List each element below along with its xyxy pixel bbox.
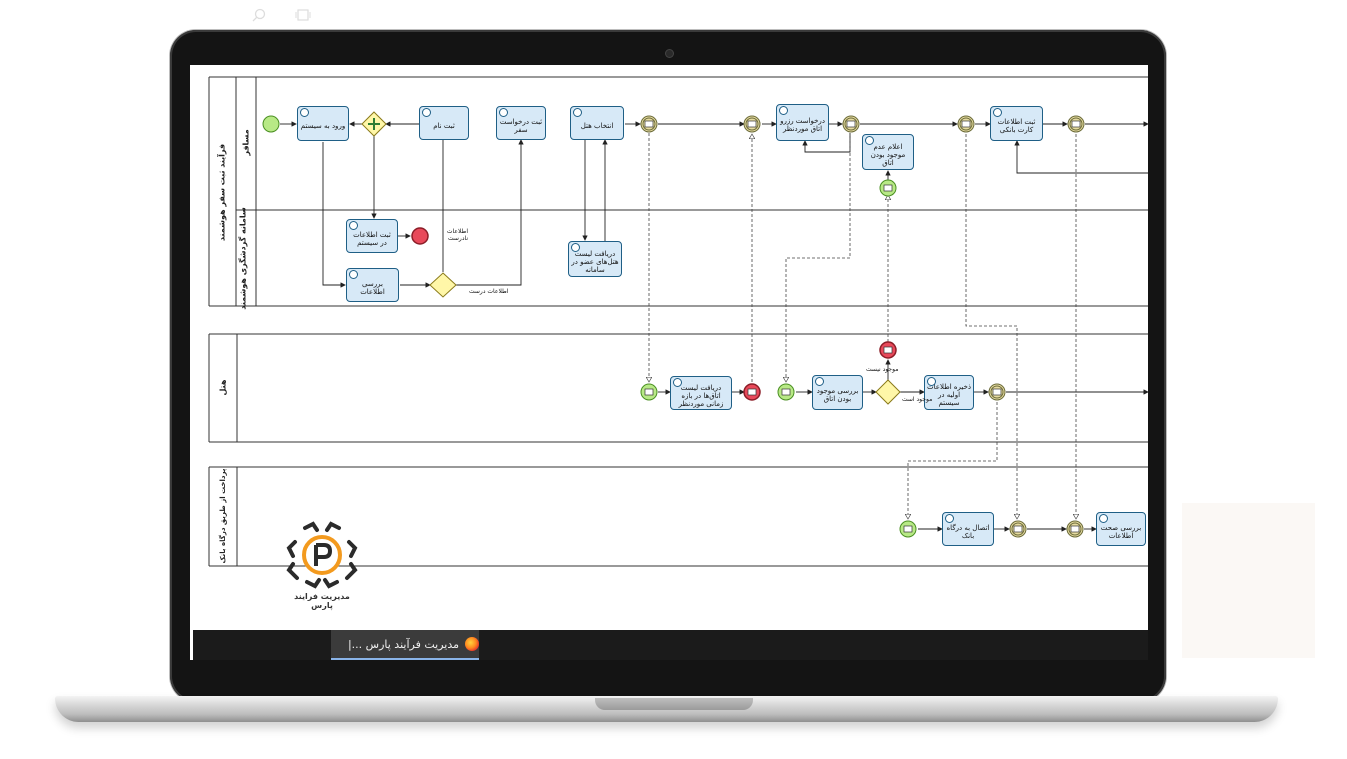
user-task-icon: [499, 108, 508, 117]
service-task-icon: [945, 514, 954, 523]
intermediate-events: [640, 115, 1085, 538]
windows-start-icon[interactable]: [200, 0, 228, 30]
flow-label-available: موجود است: [902, 396, 933, 403]
flow-label-not-available: موجود نیست: [866, 366, 899, 373]
user-task-icon: [865, 136, 874, 145]
start-events: [262, 115, 917, 538]
lane-label-passenger: مسافر: [241, 129, 251, 156]
task-not-available-notice[interactable]: اعلام عدم موجود بودن اتاق: [862, 134, 914, 170]
message-envelope-icon: [644, 120, 1081, 533]
pool-trip-registration: [208, 76, 1148, 307]
laptop-notch: [595, 698, 753, 710]
user-task-icon: [300, 108, 309, 117]
task-verify-info[interactable]: بررسی صحت اطلاعات: [1096, 512, 1146, 546]
task-store-initial-info[interactable]: ذخیره اطلاعات اولیه در سیستم: [924, 375, 974, 410]
logo-caption: مدیریت فرایند پارس: [294, 592, 350, 610]
user-task-icon: [993, 108, 1002, 117]
lane-label-payment: پرداخت از طریق درگاه بانک: [219, 468, 227, 564]
service-task-icon: [673, 378, 682, 387]
task-save-info-system[interactable]: ثبت اطلاعات در سیستم: [346, 219, 398, 253]
firefox-icon: [465, 637, 479, 651]
lane-label-smart-system: سامانه گردشگری هوشمند: [238, 207, 248, 310]
webcam: [666, 50, 673, 57]
task-view-icon[interactable]: [290, 0, 316, 30]
task-member-hotels-list[interactable]: دریافت لیست هتل‌های عضو در سامانه: [568, 241, 622, 277]
service-task-icon: [571, 243, 580, 252]
service-task-icon: [349, 221, 358, 230]
pool-title: فرآیند ثبت سفر هوشمند: [217, 143, 227, 242]
service-task-icon: [815, 377, 824, 386]
user-task-icon: [779, 106, 788, 115]
user-task-icon: [573, 108, 582, 117]
task-register[interactable]: ثبت نام: [419, 106, 469, 140]
service-task-icon: [1099, 514, 1108, 523]
task-trip-request[interactable]: ثبت درخواست سفر: [496, 106, 546, 140]
side-panel: [1182, 503, 1315, 658]
flow-label-info-valid: اطلاعات درست: [469, 288, 509, 295]
pool-hotel: [208, 333, 1148, 443]
user-task-icon: [422, 108, 431, 117]
lane-label-hotel: هتل: [218, 379, 228, 396]
search-icon[interactable]: [246, 0, 272, 30]
service-task-icon: [927, 377, 936, 386]
task-login[interactable]: ورود به سیستم: [297, 106, 349, 141]
flow-label-info-invalid: اطلاعات نادرست: [446, 228, 468, 242]
task-check-info[interactable]: بررسی اطلاعات: [346, 268, 399, 302]
task-card-info[interactable]: ثبت اطلاعات کارت بانکی: [990, 106, 1043, 141]
task-room-list-period[interactable]: دریافت لیست اتاق‌ها در بازه زمانی موردنظ…: [670, 376, 732, 410]
taskbar-app-firefox[interactable]: مدیریت فرآیند پارس ...|: [331, 630, 479, 660]
service-task-icon: [349, 270, 358, 279]
task-select-hotel[interactable]: انتخاب هتل: [570, 106, 624, 140]
screen: [190, 65, 1148, 660]
task-connect-gateway[interactable]: اتصال به درگاه بانک: [942, 512, 994, 546]
gear-logo-icon: [286, 521, 358, 589]
pool-payment: [208, 466, 1148, 567]
task-check-availability[interactable]: بررسی موجود بودن اتاق: [812, 375, 863, 410]
task-room-reserve-request[interactable]: درخواست رزرو اتاق موردنظر: [776, 104, 829, 141]
